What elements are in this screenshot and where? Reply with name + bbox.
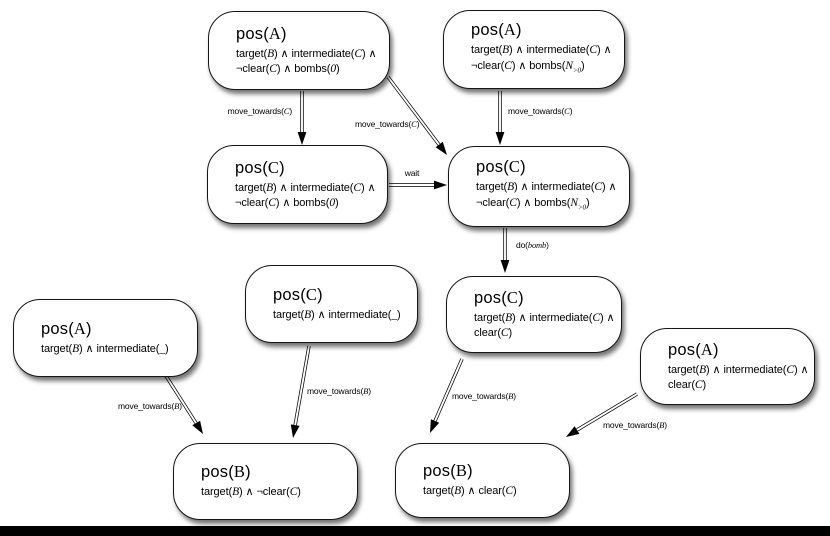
edge-label-move-towards-c: move_towards(C) <box>508 106 573 116</box>
node-title: pos(C) <box>235 157 285 177</box>
edge-arrow-n4-n6 <box>500 228 510 273</box>
node-title: pos(A) <box>668 339 719 359</box>
edge-arrow-n1-n3 <box>297 91 307 145</box>
node-condition: target(B) ∧ clear(C) <box>423 485 517 498</box>
state-node-posA-clear: pos(A) target(B) ∧ intermediate(C) ∧ cle… <box>640 328 815 405</box>
node-condition: target(B) ∧ intermediate(_) <box>273 308 401 321</box>
edge-label-do-bomb: do(bomb) <box>516 240 549 250</box>
node-title: pos(B) <box>423 461 473 481</box>
node-condition: target(B) ∧ intermediate(_) <box>41 342 169 355</box>
state-node-posC-intermediate-any: pos(C) target(B) ∧ intermediate(_) <box>245 265 418 343</box>
edge-arrow-n8-n10 <box>566 392 638 437</box>
node-condition: target(B) ∧ ¬clear(C) <box>201 486 301 499</box>
edge-label-move-towards-b: move_towards(B) <box>118 401 182 411</box>
edge-arrow-n6-n10 <box>430 358 464 433</box>
node-condition: target(B) ∧ intermediate(C) ∧ <box>668 363 809 376</box>
node-title: pos(A) <box>41 318 92 338</box>
node-title: pos(A) <box>236 23 287 43</box>
state-node-posA-bombs0: pos(A) target(B) ∧ intermediate(C) ∧ ¬cl… <box>208 11 390 90</box>
node-title: pos(A) <box>471 20 522 40</box>
node-condition: ¬clear(C) ∧ bombs(0) <box>236 63 340 75</box>
node-title: pos(C) <box>474 287 524 307</box>
node-condition: ¬clear(C) ∧ bombs(N>0) <box>476 196 590 212</box>
edge-label-move-towards-b: move_towards(B) <box>307 386 371 396</box>
node-condition: clear(C) <box>668 379 707 391</box>
edge-label-move-towards-c: move_towards(C) <box>227 106 293 116</box>
node-title: pos(C) <box>476 157 526 177</box>
node-condition: ¬clear(C) ∧ bombs(N>0) <box>471 59 585 75</box>
node-condition: ¬clear(C) ∧ bombs(0) <box>235 197 339 209</box>
slide-footer-bar <box>0 526 830 536</box>
state-node-posA-bombsN: pos(A) target(B) ∧ intermediate(C) ∧ ¬cl… <box>443 10 625 89</box>
state-node-posC-bombs0: pos(C) target(B) ∧ intermediate(C) ∧ ¬cl… <box>207 145 388 224</box>
state-node-posC-bombsN: pos(C) target(B) ∧ intermediate(C) ∧ ¬cl… <box>448 146 630 227</box>
edge-arrow-n7-n9 <box>164 375 203 434</box>
edge-label-move-towards-b: move_towards(B) <box>603 420 667 430</box>
edge-arrow-n5-n9 <box>290 345 311 438</box>
state-node-posB-notclear: pos(B) target(B) ∧ ¬clear(C) <box>173 443 358 520</box>
node-condition: target(B) ∧ intermediate(C) ∧ <box>235 181 376 194</box>
node-title: pos(C) <box>273 284 323 304</box>
edge-label-wait: wait <box>404 168 420 178</box>
edge-label-move-towards-b: move_towards(B) <box>452 391 516 401</box>
edge-arrow-n2-n4 <box>495 91 505 145</box>
node-condition: target(B) ∧ intermediate(C) ∧ <box>474 311 615 324</box>
node-condition: target(B) ∧ intermediate(C) ∧ <box>476 181 617 194</box>
edge-arrow-n3-n4 <box>389 180 447 190</box>
state-node-posA-intermediate-any: pos(A) target(B) ∧ intermediate(_) <box>13 299 198 377</box>
node-condition: target(B) ∧ intermediate(C) ∧ <box>471 44 612 57</box>
edge-label-move-towards-c: move_towards(C) <box>355 119 420 129</box>
node-condition: clear(C) <box>474 327 513 339</box>
state-node-posC-clear: pos(C) target(B) ∧ intermediate(C) ∧ cle… <box>446 276 622 353</box>
state-node-posB-clear: pos(B) target(B) ∧ clear(C) <box>395 443 570 518</box>
node-condition: target(B) ∧ intermediate(C) ∧ <box>236 47 377 60</box>
edge-arrow-n1-n4 <box>386 75 447 155</box>
node-title: pos(B) <box>201 462 251 482</box>
